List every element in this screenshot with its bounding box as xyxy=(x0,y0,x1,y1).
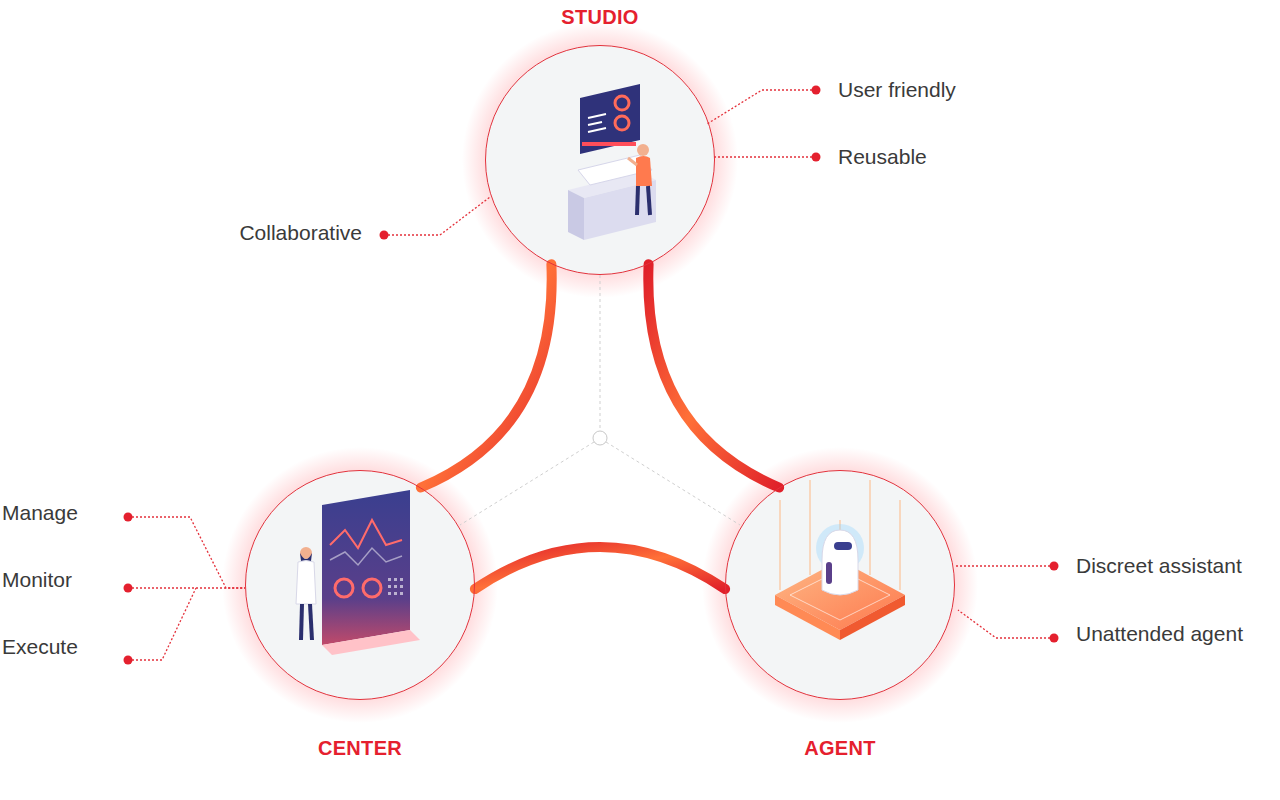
circle-glow xyxy=(222,22,978,723)
connector-arc xyxy=(421,264,552,487)
center-hub xyxy=(460,275,740,525)
agent-illustration xyxy=(775,480,905,640)
agent-circle: AGENT xyxy=(725,470,955,700)
node-heading: AGENT xyxy=(804,737,876,760)
feature-label: User friendly xyxy=(838,78,956,102)
feature-label: Execute xyxy=(2,635,78,659)
feature-label: Collaborative xyxy=(239,221,362,245)
connector-arc xyxy=(475,547,725,589)
leader-lines xyxy=(132,90,1050,660)
center-illustration xyxy=(296,490,420,655)
studio-illustration xyxy=(568,84,656,240)
node-heading: STUDIO xyxy=(561,6,638,29)
studio-circle: STUDIO xyxy=(485,45,715,275)
leader-dots xyxy=(124,86,1059,665)
feature-label: Manage xyxy=(2,501,78,525)
connector-arc xyxy=(648,264,779,487)
feature-label: Unattended agent xyxy=(1076,622,1243,646)
feature-label: Discreet assistant xyxy=(1076,554,1242,578)
center-circle: CENTER xyxy=(245,470,475,700)
feature-label: Monitor xyxy=(2,568,72,592)
node-heading: CENTER xyxy=(318,737,402,760)
feature-label: Reusable xyxy=(838,145,927,169)
